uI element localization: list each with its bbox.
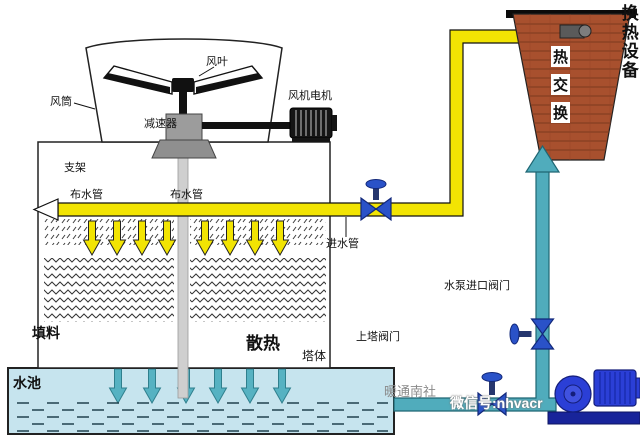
reducer-label: 减速器 [144, 118, 177, 130]
water-surface-dashes [14, 398, 388, 432]
fan-blade-label: 风叶 [206, 56, 228, 68]
tower-body-label: 塔体 [302, 349, 327, 363]
heat-equipment-label: 换热设备 [618, 4, 638, 80]
teal-pipe-run [393, 144, 561, 412]
water-pump [547, 369, 640, 425]
pump-inlet-valve-label: 水泵进口阀门 [444, 280, 510, 292]
center-standpipe [177, 149, 189, 399]
inlet-pipe-label: 进水管 [326, 238, 359, 250]
drive-shaft [202, 122, 292, 129]
fill-label: 填料 [32, 325, 60, 341]
dist-pipe-right-label: 布水管 [170, 189, 203, 201]
upper-tower-valve-label: 上塔阀门 [356, 331, 400, 343]
fan-blades [102, 65, 264, 118]
pump-inlet-valve [477, 372, 507, 417]
riser-up-arrow [524, 144, 561, 173]
exchanger-char-2: 交 [551, 74, 571, 95]
watermark-brand: 暖通南社 [384, 384, 437, 399]
leader-lines [73, 66, 215, 110]
fan-motor [289, 107, 337, 142]
dist-pipe-left-label: 布水管 [70, 189, 103, 201]
pool-label: 水池 [13, 375, 41, 391]
watermark-wechat: 微信号:nhvacr [450, 395, 543, 411]
support-label: 支架 [64, 162, 86, 174]
fill-media-right [190, 258, 326, 322]
pipe-outlet-arrow [32, 198, 59, 221]
heat-exchanger [506, 10, 636, 161]
fan-motor-label: 风机电机 [288, 90, 332, 102]
fill-media-left [44, 258, 174, 322]
exchanger-char-1: 热 [551, 46, 571, 67]
water-pool [7, 367, 395, 435]
exchanger-char-3: 换 [551, 102, 571, 123]
gearbox [151, 113, 217, 159]
upper-tower-valve [509, 318, 555, 350]
fan-assembly [73, 38, 337, 159]
exchanger-inlet-fitting [559, 24, 592, 39]
inlet-pipe-valve [360, 179, 392, 222]
exchanger-caption: 热 交 换 [551, 46, 571, 123]
fan-duct-label: 风筒 [50, 96, 72, 108]
heat-dissipation-label: 散热 [246, 334, 280, 353]
